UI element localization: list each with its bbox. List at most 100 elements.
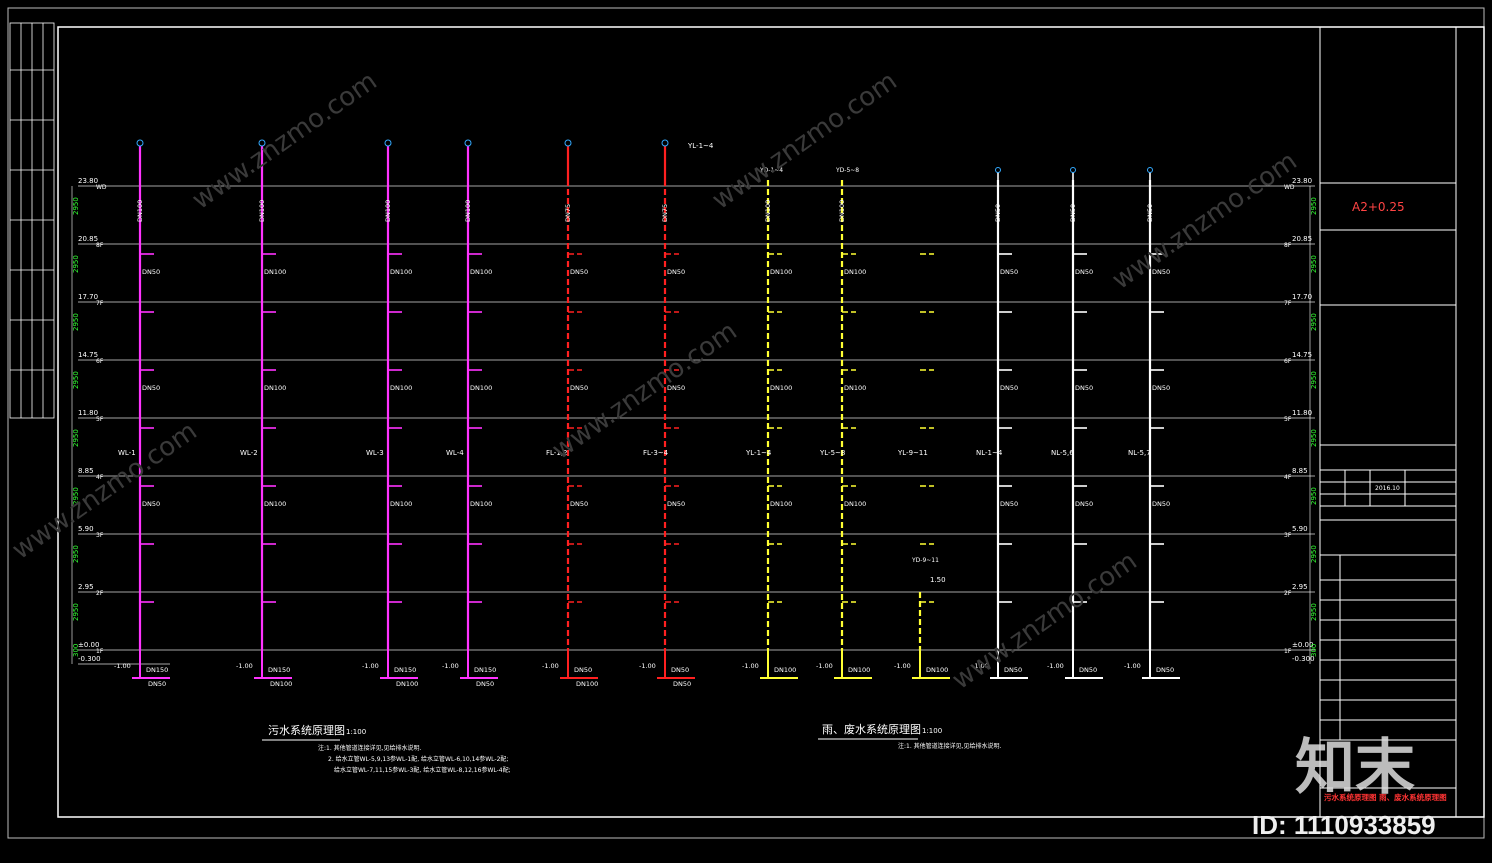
svg-text:DN50: DN50 [570, 268, 588, 276]
floor-height: 2950 [1310, 603, 1318, 621]
pipe-id: WL-1 [118, 449, 136, 457]
svg-text:DN50: DN50 [142, 500, 160, 508]
floor-height: 2950 [72, 545, 80, 563]
elevation-label: 8.85 [78, 467, 94, 475]
svg-text:DN100: DN100 [770, 500, 792, 508]
pipe-id: FL-1,2 [546, 449, 567, 457]
svg-text:DN50: DN50 [148, 680, 166, 688]
pipe-id: YL-5~8 [819, 449, 845, 457]
svg-text:www.znzmo.com: www.znzmo.com [707, 66, 903, 216]
left-note-2: 2. 给水立管WL-5,9,13参WL-1配, 给水立管WL-6,10,14参W… [328, 755, 508, 763]
svg-text:DN100: DN100 [844, 268, 866, 276]
svg-text:DN50: DN50 [667, 268, 685, 276]
floor-label: 1F [96, 648, 104, 655]
watermark-site-text: www.znzmo.com www.znzmo.com www.znzmo.co… [7, 66, 1303, 696]
svg-text:DN150: DN150 [474, 666, 496, 674]
elevation-label: 5.90 [78, 525, 94, 533]
elevation-label: 23.80 [1292, 177, 1312, 185]
left-note-1: 注:1. 其他管道连接详见,见给排水说明. [318, 744, 422, 752]
svg-text:www.znzmo.com: www.znzmo.com [187, 66, 383, 216]
revision-strip [9, 22, 55, 419]
svg-text:DN50: DN50 [667, 500, 685, 508]
drawing-name: 污水系统原理图 雨、废水系统原理图 [1324, 792, 1447, 802]
svg-text:DN50: DN50 [1156, 666, 1174, 674]
svg-text:-1.00: -1.00 [442, 662, 459, 670]
pipe-id: NL-5,6 [1051, 449, 1074, 457]
elevation-label: 23.80 [78, 177, 98, 185]
svg-text:DN100: DN100 [844, 384, 866, 392]
svg-text:www.znzmo.com: www.znzmo.com [7, 416, 203, 566]
elevation-labels-left: 23.80WD20.858F17.707F14.756F11.805F8.854… [78, 177, 107, 663]
floor-label: 4F [1284, 474, 1292, 481]
svg-text:www.znzmo.com: www.znzmo.com [947, 546, 1143, 696]
svg-text:DN100: DN100 [844, 500, 866, 508]
svg-text:DN100: DN100 [576, 680, 598, 688]
elevation-label: 17.70 [78, 293, 98, 301]
svg-text:DN50: DN50 [1152, 384, 1170, 392]
svg-text:DN50: DN50 [574, 666, 592, 674]
pipe-id: WL-2 [240, 449, 258, 457]
svg-text:DN50: DN50 [1000, 268, 1018, 276]
svg-text:DN100: DN100 [764, 200, 772, 222]
svg-text:DN100: DN100 [258, 200, 266, 222]
svg-text:DN100: DN100 [390, 268, 412, 276]
svg-text:DN100: DN100 [136, 200, 144, 222]
rain-tag-2: YD-1~4 [759, 167, 783, 174]
svg-text:DN100: DN100 [838, 200, 846, 222]
elevation-label: 11.80 [1292, 409, 1312, 417]
svg-text:DN75: DN75 [564, 204, 572, 222]
svg-text:DN100: DN100 [264, 384, 286, 392]
svg-text:-1.00: -1.00 [742, 662, 759, 670]
svg-text:www.znzmo.com: www.znzmo.com [1107, 146, 1303, 296]
svg-text:DN50: DN50 [1000, 500, 1018, 508]
right-note: 注:1. 其他管道连接详见,见给排水说明. [898, 742, 1002, 750]
title-block [1319, 26, 1457, 818]
floor-height: 2950 [1310, 371, 1318, 389]
svg-text:DN50: DN50 [1146, 204, 1154, 222]
floor-label: 8F [96, 242, 104, 249]
floor-label: 6F [96, 358, 104, 365]
svg-text:DN50: DN50 [673, 680, 691, 688]
floor-height: 2950 [72, 429, 80, 447]
svg-text:-1.00: -1.00 [894, 662, 911, 670]
floor-height: 2950 [72, 487, 80, 505]
floor-height: 2950 [1310, 313, 1318, 331]
elevation-labels-right: 23.80WD20.858F17.707F14.756F11.805F8.854… [1284, 177, 1315, 663]
svg-text:DN50: DN50 [476, 680, 494, 688]
rain-tag-1: YL-1~4 [687, 142, 714, 150]
svg-text:DN150: DN150 [268, 666, 290, 674]
svg-text:DN100: DN100 [848, 666, 870, 674]
floor-label: WD [1284, 184, 1295, 191]
elevation-label: 2.95 [1292, 583, 1308, 591]
pipe-id: FL-3~4 [643, 449, 669, 457]
svg-text:DN50: DN50 [1079, 666, 1097, 674]
floor-label: 8F [1284, 242, 1292, 249]
rain-tag-4: YD-9~11 [911, 557, 939, 564]
svg-text:-1.00: -1.00 [639, 662, 656, 670]
floor-height: 2950 [1310, 255, 1318, 273]
svg-text:-1.00: -1.00 [816, 662, 833, 670]
floor-label: 3F [1284, 532, 1292, 539]
left-title: 污水系统原理图 [268, 724, 345, 737]
svg-text:-1.00: -1.00 [1124, 662, 1141, 670]
floor-height: 2950 [72, 603, 80, 621]
svg-text:DN100: DN100 [470, 500, 492, 508]
left-note-3: 给水立管WL-7,11,15参WL-3配, 给水立管WL-8,12,16参WL-… [334, 766, 511, 774]
floor-height: 300 [1310, 644, 1318, 657]
svg-text:DN150: DN150 [394, 666, 416, 674]
elevation-label: 20.85 [1292, 235, 1312, 243]
svg-text:DN50: DN50 [1152, 500, 1170, 508]
floor-label: 1F [1284, 648, 1292, 655]
elevation-label: 11.80 [78, 409, 98, 417]
watermark-id: ID: 1110933859 [1252, 810, 1436, 840]
svg-text:DN100: DN100 [384, 200, 392, 222]
floor-label: 3F [96, 532, 104, 539]
elevation-label: ±0.00 [1292, 641, 1313, 649]
svg-text:DN100: DN100 [470, 268, 492, 276]
svg-text:DN50: DN50 [1069, 204, 1077, 222]
